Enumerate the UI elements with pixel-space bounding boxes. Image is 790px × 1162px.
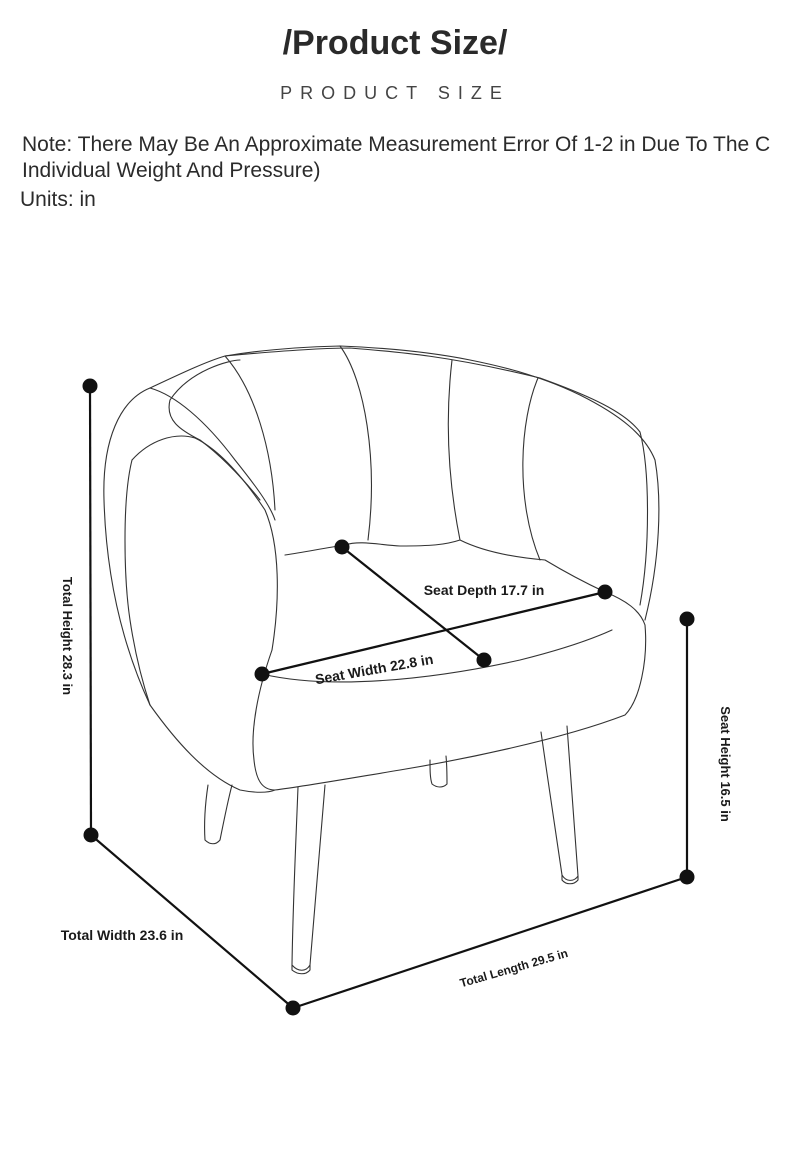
dimension-points [82,378,695,1016]
seat-width-left-point [254,666,270,682]
seat-depth-label: Seat Depth 17.7 in [424,582,545,598]
total-height-label: Total Height 28.3 in [60,577,75,695]
seat-height-top-point [679,611,695,627]
seat-depth-back-point [334,539,350,555]
page-subtitle: PRODUCT SIZE [280,83,510,103]
total-length-label: Total Length 29.5 in [458,946,569,990]
seat-depth-front-point [476,652,492,668]
note-line-1: Note: There May Be An Approximate Measur… [22,133,771,156]
chair-drawing [103,345,660,975]
measurement-note: Note: There May Be An Approximate Measur… [22,132,790,184]
seat-height-label: Seat Height 16.5 in [718,706,733,822]
units-label: Units: in [20,188,96,211]
note-line-2: Individual Weight And Pressure) [22,159,321,182]
total-height-top-point [82,378,98,394]
page-title: /Product Size/ [282,24,508,62]
seat-width-right-point [597,584,613,600]
total-height-bottom-point [83,827,99,843]
total-length-end-point [679,869,695,885]
total-width-label: Total Width 23.6 in [61,927,184,943]
total-width-end-point [285,1000,301,1016]
dimension-lines [88,385,689,1010]
